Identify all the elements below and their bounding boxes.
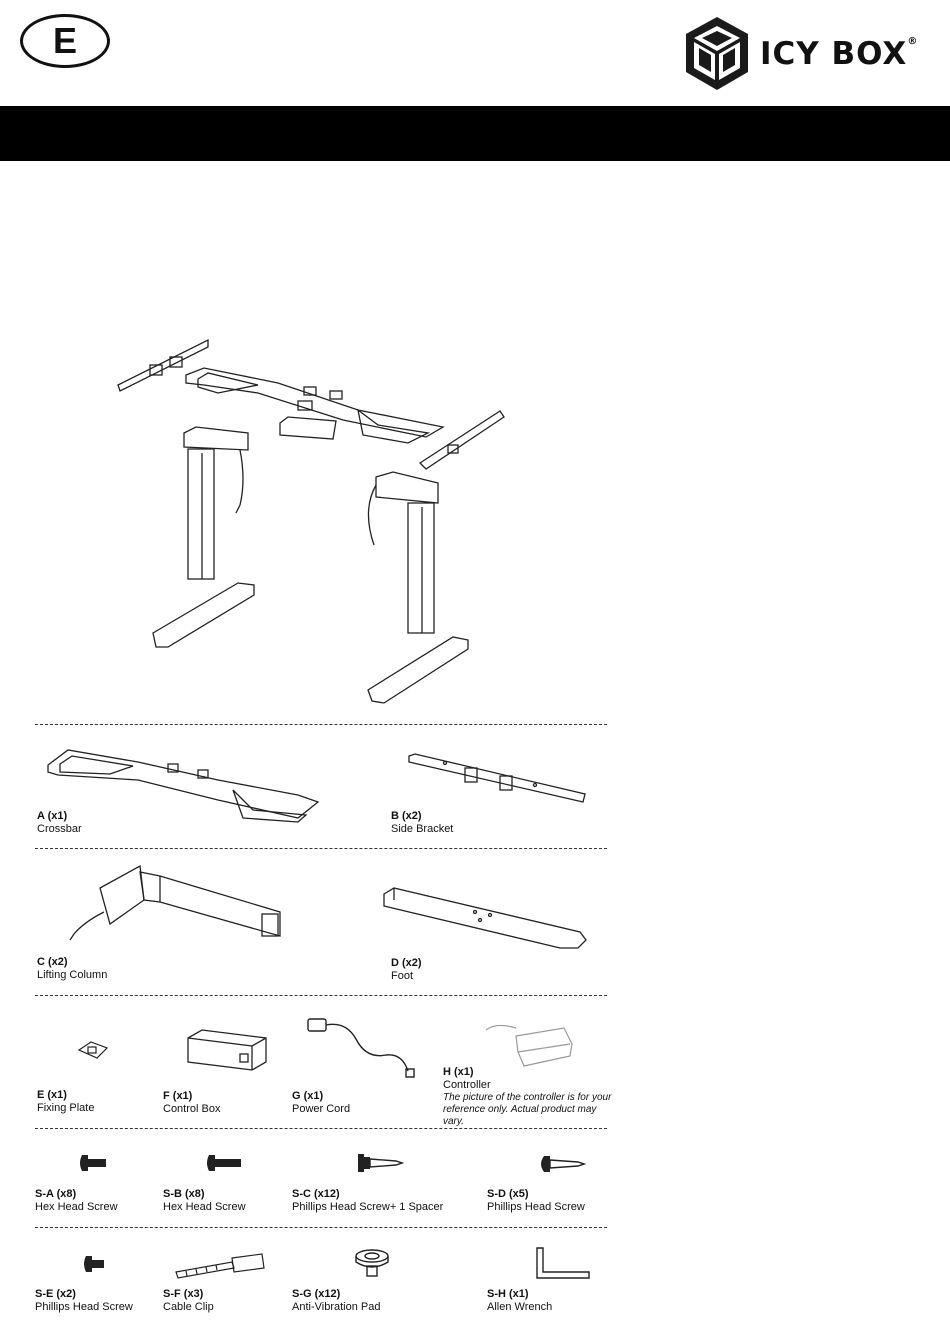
part-name: Hex Head Screw [163,1201,246,1213]
part-code: S-A (x8) [35,1188,77,1200]
part-note: The picture of the controller is for you… [443,1092,612,1127]
part-code: H (x1) [443,1066,474,1078]
part-s-c: S-C (x12) Phillips Head Screw+ 1 Spacer [292,1188,443,1214]
control-box-drawing [187,1029,267,1071]
section-divider [35,995,607,996]
part-s-a: S-A (x8) Hex Head Screw [35,1188,118,1214]
part-name: Cable Clip [163,1301,214,1313]
phillips-head-screw-short-icon [84,1256,104,1272]
section-divider [35,724,607,725]
hex-head-screw-icon [80,1155,106,1171]
part-code: S-F (x3) [163,1288,204,1300]
part-s-e: S-E (x2) Phillips Head Screw [35,1288,133,1314]
cube-logo-icon [686,17,748,90]
part-s-h: S-H (x1) Allen Wrench [487,1288,552,1314]
part-name: Phillips Head Screw [35,1301,133,1313]
controller-drawing [485,1024,573,1067]
part-name: Power Cord [292,1103,351,1115]
foot-drawing [383,887,587,949]
part-code: C (x2) [37,956,68,968]
part-name: Lifting Column [37,969,108,981]
power-cord-drawing [307,1018,415,1078]
part-name: Phillips Head Screw [487,1201,585,1213]
overview-side-bracket-left [117,338,209,392]
overview-side-bracket-right [418,410,505,470]
overview-lifting-column-left [183,426,249,580]
phillips-screw-spacer-icon [358,1154,404,1172]
fixing-plate-drawing [77,1041,109,1059]
side-bracket-drawing [408,753,586,803]
part-s-b: S-B (x8) Hex Head Screw [163,1188,246,1214]
part-name: Crossbar [37,823,82,835]
part-code: G (x1) [292,1090,324,1102]
lifting-column-drawing [69,864,281,941]
part-code: S-G (x12) [292,1288,341,1300]
desk-frame-exploded-view [117,338,505,704]
part-code: D (x2) [391,957,422,969]
part-code: S-B (x8) [163,1188,205,1200]
brand-registered-mark: ® [907,36,919,47]
part-name: Hex Head Screw [35,1201,118,1213]
overview-lifting-column-right [367,471,439,634]
part-code: B (x2) [391,810,422,822]
overview-crossbar [185,367,445,444]
section-divider [35,848,607,849]
part-code: F (x1) [163,1090,193,1102]
part-name: Control Box [163,1103,221,1115]
part-g: G (x1) Power Cord [292,1090,350,1116]
part-s-f: S-F (x3) Cable Clip [163,1288,214,1314]
part-s-g: S-G (x12) Anti-Vibration Pad [292,1288,380,1314]
brand-logo: ICY BOX® [682,14,932,94]
part-name: Allen Wrench [487,1301,553,1313]
part-name: Controller [443,1079,491,1091]
part-code: S-E (x2) [35,1288,76,1300]
part-h: H (x1) Controller The picture of the con… [443,1066,613,1128]
part-s-d: S-D (x5) Phillips Head Screw [487,1188,585,1214]
part-name: Anti-Vibration Pad [292,1301,381,1313]
part-code: E (x1) [37,1089,67,1101]
part-name: Phillips Head Screw+ 1 Spacer [292,1201,444,1213]
section-divider [35,1128,607,1129]
section-divider [35,1227,607,1228]
part-name: Side Bracket [391,823,454,835]
part-code: S-H (x1) [487,1288,529,1300]
overview-fixing-plate [297,400,313,411]
part-d: D (x2) Foot [391,957,422,983]
part-code: S-D (x5) [487,1188,529,1200]
part-name: Fixing Plate [37,1102,95,1114]
brand-name: ICY BOX [760,36,908,72]
part-name: Foot [391,970,414,982]
part-a: A (x1) Crossbar [37,810,82,836]
overview-foot-right [367,636,469,704]
phillips-head-screw-icon [541,1156,586,1172]
part-f: F (x1) Control Box [163,1090,220,1116]
part-code: S-C (x12) [292,1188,340,1200]
anti-vibration-pad-icon [355,1249,389,1277]
crossbar-drawing [47,749,320,823]
part-c: C (x2) Lifting Column [37,956,107,982]
overview-foot-left [152,582,255,648]
part-b: B (x2) Side Bracket [391,810,453,836]
hex-head-screw-long-icon [207,1155,241,1171]
part-code: A (x1) [37,810,68,822]
overview-control-box [279,416,337,440]
allen-wrench-icon [536,1247,590,1279]
part-e: E (x1) Fixing Plate [37,1089,94,1115]
cable-clip-icon [175,1253,265,1279]
title-bar [0,106,950,161]
language-badge: E [20,14,110,68]
